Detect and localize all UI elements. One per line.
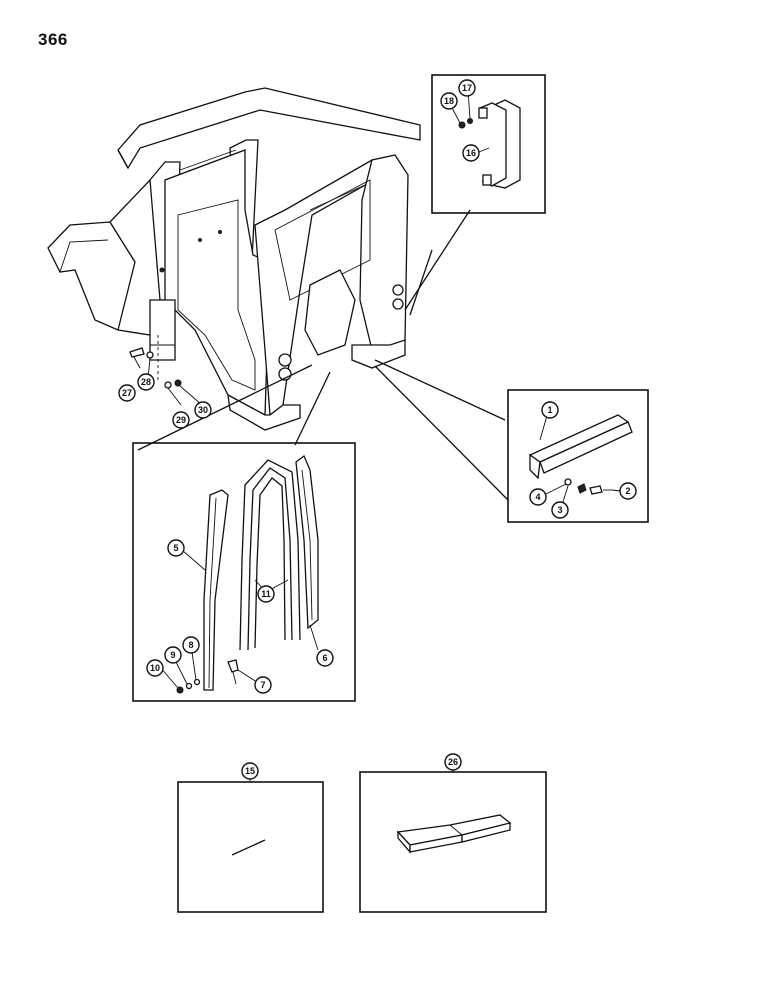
callout-9-label: 9	[170, 650, 175, 660]
bolt	[129, 347, 145, 358]
callout-6-label: 6	[322, 653, 327, 663]
callout-7: 7	[254, 676, 272, 694]
washer	[564, 478, 572, 486]
callout-10: 10	[146, 659, 164, 677]
nut	[174, 379, 182, 387]
callout-16: 16	[462, 144, 480, 162]
callout-1: 1	[541, 401, 559, 419]
callout-11: 11	[257, 585, 275, 603]
strip-detail-box	[507, 389, 649, 523]
pad-part	[396, 814, 512, 854]
callout-16-label: 16	[466, 148, 476, 158]
callout-11-label: 11	[261, 589, 271, 599]
callout-2-label: 2	[625, 486, 630, 496]
callout-27-label: 27	[122, 388, 132, 398]
cab-assembly	[47, 87, 421, 431]
callout-6: 6	[316, 649, 334, 667]
callout-5-label: 5	[173, 543, 178, 553]
strip-part	[528, 414, 633, 480]
washer	[164, 381, 172, 389]
rod-detail-box	[177, 781, 324, 913]
callout-9: 9	[164, 646, 182, 664]
nut	[176, 686, 184, 694]
callout-18: 18	[440, 92, 458, 110]
callout-3-label: 3	[557, 505, 562, 515]
callout-28-label: 28	[141, 377, 151, 387]
page-number: 366	[38, 30, 68, 49]
washer	[146, 351, 154, 359]
leader-to-strip-box	[374, 359, 506, 421]
washer	[467, 118, 473, 124]
seal-right-strip	[295, 454, 319, 630]
lock-washer	[193, 678, 201, 686]
callout-5: 5	[167, 539, 185, 557]
callout-15-label: 15	[245, 766, 255, 776]
nut	[577, 483, 587, 494]
handle-part	[478, 99, 521, 189]
seal-left-strip	[203, 489, 229, 691]
leader-to-handle-box	[404, 209, 471, 311]
callout-29: 29	[172, 411, 190, 429]
callout-27: 27	[118, 384, 136, 402]
callout-8: 8	[182, 636, 200, 654]
callout-8-label: 8	[188, 640, 193, 650]
callout-10-label: 10	[150, 663, 160, 673]
bolt	[589, 485, 603, 495]
callout-7-label: 7	[260, 680, 265, 690]
callout-29-label: 29	[176, 415, 186, 425]
door-seal-detail-box	[132, 442, 356, 702]
screw	[227, 659, 239, 673]
callout-1-label: 1	[547, 405, 552, 415]
washer	[185, 682, 193, 690]
callout-17: 17	[458, 79, 476, 97]
callout-3: 3	[551, 501, 569, 519]
callout-2: 2	[619, 482, 637, 500]
callout-28: 28	[137, 373, 155, 391]
callout-30: 30	[194, 401, 212, 419]
callout-4: 4	[529, 488, 547, 506]
callout-4-label: 4	[535, 492, 540, 502]
callout-26: 26	[444, 753, 462, 771]
rod-part	[231, 839, 266, 856]
callout-17-label: 17	[462, 83, 472, 93]
callout-30-label: 30	[198, 405, 208, 415]
door-seal-gasket	[239, 459, 301, 651]
leader-to-door-box	[137, 364, 313, 451]
nut	[458, 121, 466, 129]
handle-detail-box	[431, 74, 546, 214]
callout-18-label: 18	[444, 96, 454, 106]
callout-15: 15	[241, 762, 259, 780]
callout-26-label: 26	[448, 757, 458, 767]
